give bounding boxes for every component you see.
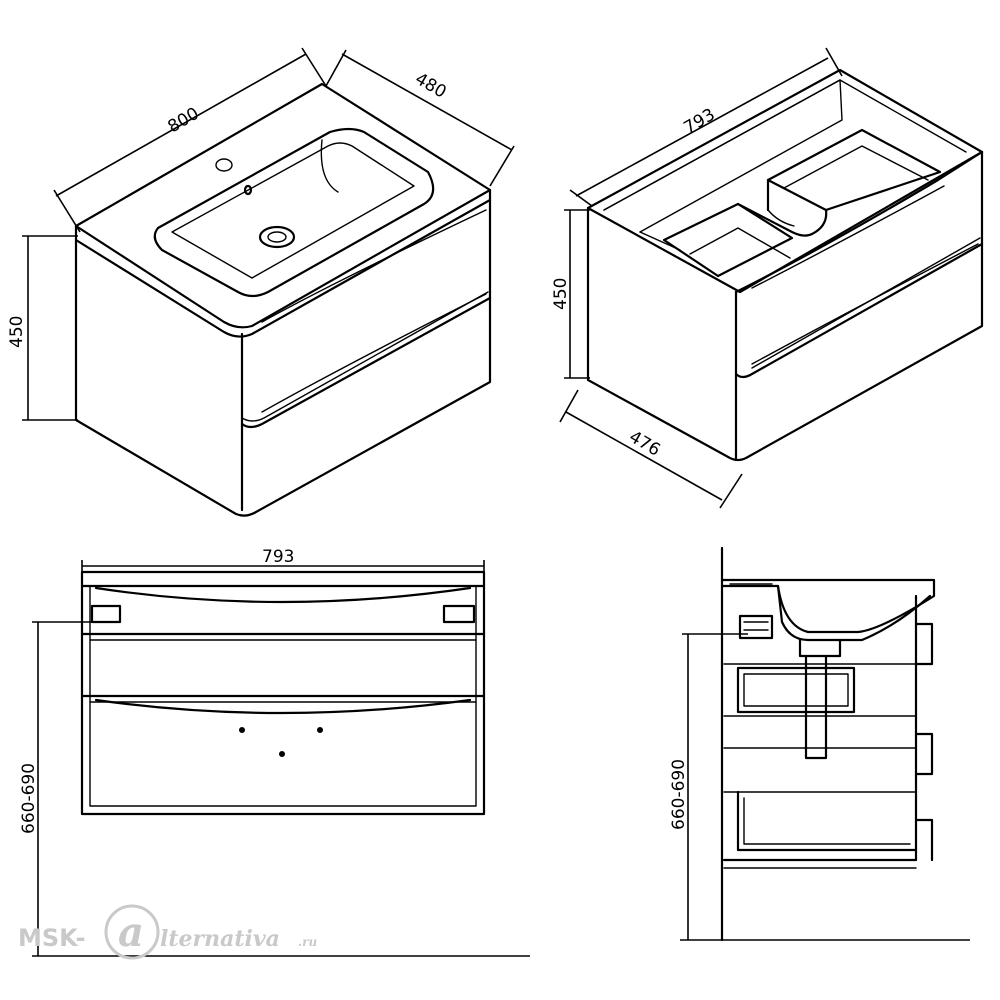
iso-height-label: 450 [7, 316, 27, 348]
front-height-label: 660-690 [19, 763, 39, 834]
front-width-label: 793 [262, 547, 294, 567]
watermark-brand-domain: .ru [298, 935, 318, 949]
iso-view-basin [74, 82, 492, 517]
watermark-brand-left: MSK- [18, 924, 86, 952]
iso-cabinet-width-label: 793 [681, 105, 719, 139]
side-view [720, 546, 936, 942]
side-height-label: 660-690 [669, 759, 689, 830]
iso-depth-label: 480 [412, 69, 450, 103]
side-view-dimensions: 660-690 [669, 633, 970, 941]
watermark-brand-mark: a [118, 909, 144, 956]
front-view-dimensions: 793 660-690 [19, 547, 530, 957]
watermark-logo: MSK- a lternativa .ru [18, 904, 318, 960]
iso-width-label: 800 [165, 104, 203, 138]
iso-cabinet-height-label: 450 [551, 278, 571, 310]
iso-view-cabinet [586, 68, 984, 462]
watermark-brand-right: lternativa [160, 926, 280, 952]
front-view [80, 570, 486, 816]
